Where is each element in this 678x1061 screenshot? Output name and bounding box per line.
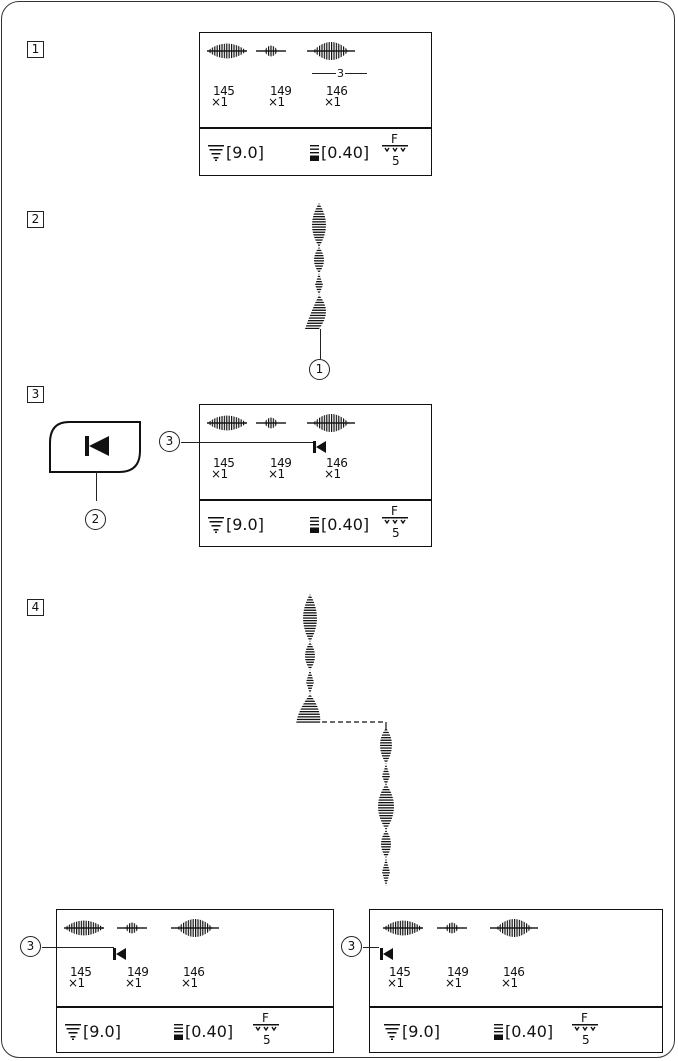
pattern-count: ×1 [324, 467, 341, 481]
lcd-divider [200, 499, 431, 501]
pattern-number: 146 [503, 965, 525, 979]
feed-dog-icon [382, 516, 408, 526]
pattern-count: ×1 [181, 976, 198, 990]
pattern-number: 145 [213, 456, 235, 470]
feed-letter: F [262, 1011, 269, 1025]
satin-stitch-wide-icon [383, 917, 423, 939]
stitch-length-icon [310, 145, 319, 161]
feed-letter: F [391, 504, 398, 518]
satin-stitch-narrow-icon [437, 919, 467, 937]
stitch-width-value: [9.0] [402, 1022, 440, 1041]
pattern-count: ×1 [268, 95, 285, 109]
stitch-length-value: [0.40] [321, 515, 370, 534]
satin-stitch-narrow-icon [256, 42, 286, 60]
group-size-label: 3 [336, 67, 345, 80]
lcd-screen-step4-left: 145 ×1 149 ×1 146 ×1 [9.0] [0.40] F 5 [56, 909, 334, 1053]
satin-stitch-wide-icon [171, 915, 219, 941]
callout-leader-3 [42, 947, 114, 949]
stitch-width-value: [9.0] [226, 143, 264, 162]
callout-1: 1 [309, 359, 330, 380]
pattern-count: ×1 [211, 95, 228, 109]
callout-leader-1 [320, 329, 322, 359]
callout-leader-3 [181, 442, 313, 444]
stitch-length-icon [310, 517, 319, 533]
pattern-count: ×1 [387, 976, 404, 990]
pattern-number: 145 [389, 965, 411, 979]
pattern-number: 146 [183, 965, 205, 979]
satin-stitch-narrow-icon [256, 414, 286, 432]
pattern-count: ×1 [445, 976, 462, 990]
step-2-marker: 2 [27, 211, 44, 228]
pattern-number: 146 [326, 456, 348, 470]
stitch-sample-step2 [297, 203, 347, 333]
pattern-count: ×1 [125, 976, 142, 990]
callout-3: 3 [20, 936, 41, 957]
satin-stitch-wide-icon [207, 412, 247, 434]
stitch-length-icon [494, 1024, 503, 1040]
stitch-width-icon [65, 1024, 81, 1040]
cursor-icon [113, 948, 126, 960]
pattern-number: 145 [213, 84, 235, 98]
lcd-screen-step4-right: 145 ×1 149 ×1 146 ×1 [9.0] [0.40] F 5 [369, 909, 663, 1053]
callout-leader-2 [96, 471, 98, 501]
lcd-divider [57, 1006, 333, 1008]
cursor-icon [313, 441, 326, 453]
pattern-number: 149 [127, 965, 149, 979]
skip-to-start-button[interactable] [47, 421, 143, 473]
feed-number: 5 [392, 526, 400, 540]
stitch-length-icon [174, 1024, 183, 1040]
pattern-count: ×1 [68, 976, 85, 990]
feed-letter: F [581, 1011, 588, 1025]
callout-2: 2 [85, 509, 106, 530]
lcd-divider [200, 127, 431, 129]
feed-number: 5 [263, 1033, 271, 1047]
callout-leader-3 [363, 947, 379, 949]
satin-stitch-wide-icon [64, 917, 104, 939]
step-1-marker: 1 [27, 41, 44, 58]
pattern-number: 149 [447, 965, 469, 979]
lcd-screen-step1: 3 145 ×1 149 ×1 146 ×1 [9.0] [0.40] F 5 [199, 32, 432, 176]
pattern-count: ×1 [211, 467, 228, 481]
feed-letter: F [391, 132, 398, 146]
stitch-sample-step4 [292, 594, 412, 894]
satin-stitch-wide-icon [490, 915, 538, 941]
feed-number: 5 [392, 154, 400, 168]
stitch-length-value: [0.40] [321, 143, 370, 162]
stitch-width-icon [208, 517, 224, 533]
feed-dog-icon [382, 144, 408, 154]
satin-stitch-wide-icon [307, 38, 355, 64]
pattern-number: 149 [270, 84, 292, 98]
pattern-number: 149 [270, 456, 292, 470]
satin-stitch-wide-icon [307, 410, 355, 436]
pattern-number: 146 [326, 84, 348, 98]
lcd-screen-step3: 145 ×1 149 ×1 146 ×1 [9.0] [0.40] F 5 [199, 404, 432, 547]
callout-3: 3 [159, 431, 180, 452]
skip-to-start-icon [85, 436, 109, 456]
pattern-count: ×1 [268, 467, 285, 481]
stitch-length-value: [0.40] [505, 1022, 554, 1041]
cursor-icon [380, 948, 393, 960]
stitch-width-value: [9.0] [83, 1022, 121, 1041]
step-4-marker: 4 [27, 599, 44, 616]
pattern-number: 145 [70, 965, 92, 979]
pattern-count: ×1 [324, 95, 341, 109]
lcd-divider [370, 1006, 662, 1008]
step-3-marker: 3 [27, 386, 44, 403]
stitch-width-icon [208, 145, 224, 161]
callout-3: 3 [341, 936, 362, 957]
stitch-width-icon [384, 1024, 400, 1040]
pattern-count: ×1 [501, 976, 518, 990]
feed-dog-icon [572, 1023, 598, 1033]
stitch-width-value: [9.0] [226, 515, 264, 534]
satin-stitch-wide-icon [207, 40, 247, 62]
feed-dog-icon [253, 1023, 279, 1033]
satin-stitch-narrow-icon [117, 919, 147, 937]
feed-number: 5 [582, 1033, 590, 1047]
stitch-length-value: [0.40] [185, 1022, 234, 1041]
